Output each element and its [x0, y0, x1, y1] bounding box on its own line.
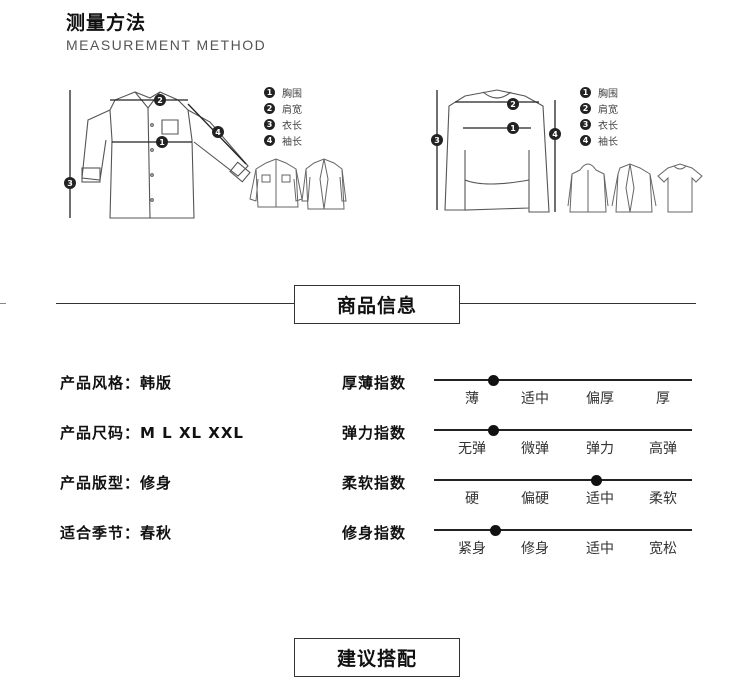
section-title-suggested-match: 建议搭配 [294, 638, 460, 677]
index-label: 修身指数 [342, 524, 407, 542]
page-title: 测量方法 [66, 12, 147, 34]
index-scale-option: 薄 [465, 391, 479, 407]
index-scale-option: 偏厚 [586, 391, 614, 407]
svg-text:4: 4 [552, 130, 558, 139]
index-label: 柔软指数 [342, 474, 407, 492]
legend-label: 衣长 [282, 120, 302, 132]
legend-label: 衣长 [598, 120, 618, 132]
svg-text:2: 2 [510, 100, 516, 109]
index-scale-option: 适中 [586, 491, 614, 507]
svg-text:1: 1 [510, 124, 516, 133]
legend-label: 袖长 [282, 136, 302, 148]
index-scale-option: 柔软 [649, 491, 677, 507]
page-subtitle: MEASUREMENT METHOD [66, 37, 267, 53]
legend-number-icon: 1 [264, 86, 275, 98]
index-scale-marker [591, 474, 603, 486]
index-label: 厚薄指数 [342, 374, 407, 392]
svg-text:3: 3 [67, 179, 73, 188]
legend-number-icon: 3 [264, 118, 275, 130]
index-scale-line [434, 529, 692, 531]
index-scale-option: 无弹 [458, 441, 486, 457]
legend-left: 1 胸围 2 肩宽 3 衣长 4 袖长 [264, 84, 302, 148]
index-scale-marker [487, 374, 499, 386]
index-scale-line [434, 479, 692, 481]
index-scale-marker [487, 424, 499, 436]
property-season: 适合季节：春秋 [60, 524, 173, 542]
legend-number-icon: 4 [264, 134, 275, 146]
legend-number-icon: 1 [580, 86, 591, 98]
svg-text:3: 3 [434, 136, 440, 145]
property-fit: 产品版型：修身 [60, 474, 173, 492]
shirt-measurement-diagram: 2 1 3 4 [64, 90, 251, 219]
index-scale-option: 宽松 [649, 541, 677, 557]
property-size: 产品尺码：M L XL XXL [60, 424, 244, 442]
svg-text:2: 2 [157, 96, 163, 105]
legend-label: 袖长 [598, 136, 618, 148]
index-scale-option: 偏硬 [521, 491, 549, 507]
index-scale-option: 修身 [521, 541, 549, 557]
legend-number-icon: 3 [580, 118, 591, 130]
legend-number-icon: 2 [264, 102, 275, 114]
index-scale-option: 厚 [656, 391, 670, 407]
legend-label: 胸围 [598, 88, 618, 100]
index-label: 弹力指数 [342, 424, 407, 442]
index-scale-line [434, 379, 692, 381]
index-scale-marker [490, 524, 502, 536]
legend-label: 胸围 [282, 88, 302, 100]
section-title-product-info: 商品信息 [294, 285, 460, 324]
index-scale-option: 高弹 [649, 441, 677, 457]
svg-text:4: 4 [215, 128, 221, 137]
legend-label: 肩宽 [282, 104, 302, 116]
legend-right: 1 胸围 2 肩宽 3 衣长 4 袖长 [580, 84, 618, 148]
sweater-measurement-diagram: 2 1 3 4 [431, 89, 561, 213]
garment-sketch-icons [567, 163, 703, 213]
index-scale-option: 微弹 [521, 441, 549, 457]
legend-number-icon: 4 [580, 134, 591, 146]
jacket-sketch-icons [249, 158, 347, 210]
property-style: 产品风格：韩版 [60, 374, 173, 392]
index-scale-line [434, 429, 692, 431]
legend-number-icon: 2 [580, 102, 591, 114]
svg-text:1: 1 [159, 138, 165, 147]
index-scale-option: 硬 [465, 491, 479, 507]
index-scale-option: 弹力 [586, 441, 614, 457]
index-scale-option: 适中 [521, 391, 549, 407]
legend-label: 肩宽 [598, 104, 618, 116]
index-scale-option: 适中 [586, 541, 614, 557]
edge-mark [0, 303, 6, 304]
index-scale-option: 紧身 [458, 541, 486, 557]
